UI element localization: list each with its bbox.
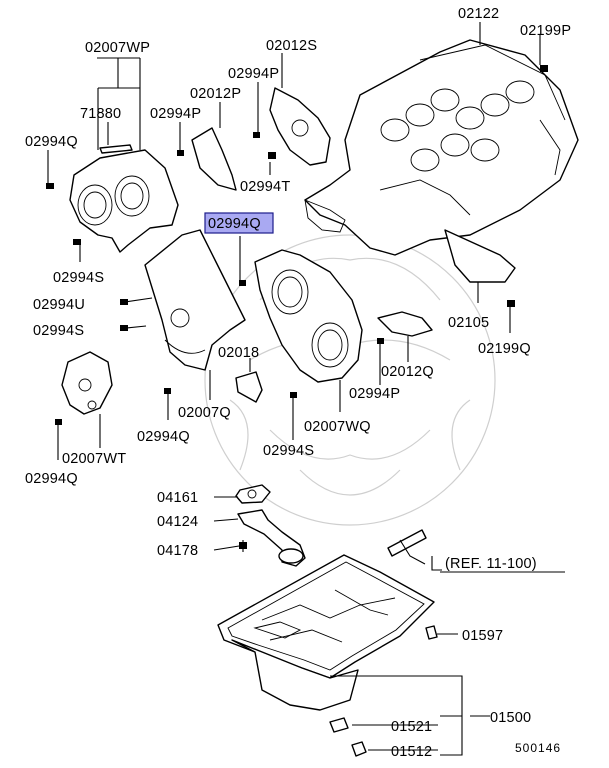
part-01500 <box>217 554 435 711</box>
part-01597 <box>425 625 438 640</box>
label-02122: 02122 <box>458 6 499 22</box>
part-04124 <box>237 509 306 567</box>
label-04124: 04124 <box>157 514 198 530</box>
label-02199Q: 02199Q <box>478 341 531 357</box>
part-02012S <box>269 87 331 166</box>
part-02007WT <box>61 351 113 415</box>
part-labels: 02122 02199P 02007WP 02012S 02994P 02012… <box>25 6 571 760</box>
label-02994Q-b: 02994Q <box>137 429 190 445</box>
label-02994S-b: 02994S <box>33 323 84 339</box>
label-02012Q: 02012Q <box>381 364 434 380</box>
label-02012P: 02012P <box>190 86 241 102</box>
highlighted-part-label[interactable]: 02994Q <box>204 212 274 234</box>
label-02007WT: 02007WT <box>62 451 126 467</box>
label-01512: 01512 <box>391 744 432 760</box>
label-02012S: 02012S <box>266 38 317 54</box>
part-02007WQ <box>254 249 363 383</box>
label-04161: 04161 <box>157 490 198 506</box>
label-02994U: 02994U <box>33 297 85 313</box>
figure-code: 500146 <box>515 741 561 755</box>
label-02199P: 02199P <box>520 23 571 39</box>
part-02105 <box>444 229 516 283</box>
part-71880 <box>99 144 133 154</box>
label-02018: 02018 <box>218 345 259 361</box>
label-02007WQ: 02007WQ <box>304 419 371 435</box>
label-02994Q-a: 02994Q <box>25 134 78 150</box>
label-02994S-c: 02994S <box>263 443 314 459</box>
part-02007WP <box>69 149 179 253</box>
label-02994P-c: 02994P <box>349 386 400 402</box>
label-02994S-a: 02994S <box>53 270 104 286</box>
watermark-emblem <box>204 234 496 526</box>
part-01512 <box>351 741 367 757</box>
leader-lines <box>47 22 541 756</box>
part-02007Q <box>144 229 246 371</box>
label-01597: 01597 <box>462 628 503 644</box>
part-02018 <box>235 371 263 403</box>
label-02994P-b: 02994P <box>150 106 201 122</box>
label-02994P-a: 02994P <box>228 66 279 82</box>
part-04161 <box>235 484 271 504</box>
label-02994T: 02994T <box>240 179 290 195</box>
engine-block <box>304 39 579 256</box>
oil-level-sensor <box>387 529 427 565</box>
label-01500: 01500 <box>490 710 531 726</box>
label-71880: 71880 <box>80 106 121 122</box>
label-02007WP: 02007WP <box>85 40 150 56</box>
label-04178: 04178 <box>157 543 198 559</box>
part-01521 <box>329 717 349 733</box>
part-02012Q <box>377 311 433 337</box>
label-01521: 01521 <box>391 719 432 735</box>
label-02994Q-highlighted: 02994Q <box>208 216 261 232</box>
part-02012P <box>191 127 237 191</box>
label-ref-11-100: (REF. 11-100) <box>445 556 537 572</box>
label-02105: 02105 <box>448 315 489 331</box>
bolts <box>46 65 548 425</box>
label-02007Q: 02007Q <box>178 405 231 421</box>
label-02994Q-c: 02994Q <box>25 471 78 487</box>
